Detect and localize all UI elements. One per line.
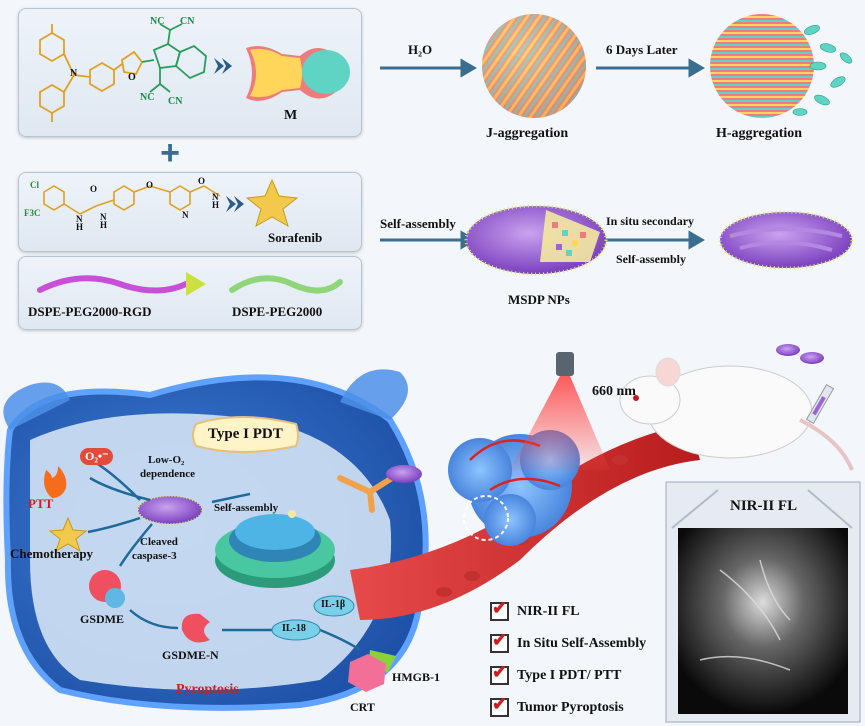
checkbox-icon xyxy=(490,630,509,653)
check-item: Tumor Pyroptosis xyxy=(490,694,624,717)
chemo-star-icon xyxy=(48,516,88,553)
nir-title: NIR-II FL xyxy=(730,498,798,514)
check-item: Type I PDT/ PTT xyxy=(490,662,621,685)
sora-cl: Cl xyxy=(30,180,39,190)
cn-label-2: CN xyxy=(180,16,195,27)
sorafenib-label: Sorafenib xyxy=(268,230,323,245)
np-core-pattern xyxy=(552,222,586,256)
laser-head xyxy=(556,352,574,376)
double-chevron-icon xyxy=(214,58,232,74)
check-item: In Situ Self-Assembly xyxy=(490,630,646,653)
h2o-label: H₂O xyxy=(408,42,433,57)
checkbox-icon xyxy=(490,662,509,685)
check-item: NIR-II FL xyxy=(490,598,580,621)
il18-bubble xyxy=(271,619,321,641)
dspe-rgd-curve xyxy=(37,275,193,294)
sora-n2: N xyxy=(100,212,107,222)
acceptor-structure xyxy=(141,23,207,93)
sora-o1: O xyxy=(90,184,98,194)
sora-f3c: F3C xyxy=(24,208,41,218)
gsdme-n-label: GSDME-N xyxy=(162,648,219,662)
process-arrows xyxy=(380,58,705,250)
double-chevron-icon-2 xyxy=(226,196,244,212)
gsdme-n-icon xyxy=(181,613,210,643)
j-aggregation-label: J-aggregation xyxy=(486,126,569,141)
checkbox-icon xyxy=(490,694,509,717)
crt-hexagon xyxy=(348,654,386,692)
sora-o2: O xyxy=(146,180,154,190)
cell-np-cluster xyxy=(137,495,203,525)
cleaved-label-2: caspase-3 xyxy=(132,550,177,562)
chemotherapy-label: Chemotherapy xyxy=(10,546,94,561)
sora-n4: N xyxy=(212,192,219,202)
sora-h2: H xyxy=(100,220,108,230)
crt-label: CRT xyxy=(350,700,375,714)
nucleus xyxy=(215,510,335,588)
sora-h1: H xyxy=(76,222,84,232)
sora-n3: N xyxy=(182,210,189,220)
h-aggregation-particles xyxy=(792,25,853,116)
low-o2-label-1: Low-O₂ xyxy=(148,454,185,466)
in-situ-assembly xyxy=(718,210,854,270)
type1-pdt-banner xyxy=(192,416,299,453)
il1b-label: IL-1β xyxy=(321,599,346,610)
mouse-illustration xyxy=(619,357,854,471)
tumor-mass xyxy=(448,430,580,546)
n-atom-label: N xyxy=(70,68,78,79)
nir-image xyxy=(678,528,848,714)
gsdme-icon xyxy=(89,570,125,608)
antibody-icon xyxy=(337,475,395,513)
il1b-bubble xyxy=(313,595,355,617)
molecule-m-structure xyxy=(39,24,144,122)
gsdme-label: GSDME xyxy=(80,612,125,626)
il18-label: IL-18 xyxy=(282,623,306,634)
dspe-curve xyxy=(229,275,343,294)
cn-label-4: CN xyxy=(168,96,183,107)
o-atom-label: O xyxy=(128,72,136,83)
sorafenib-star xyxy=(245,178,299,228)
molecule-m-label: M xyxy=(284,108,298,123)
hmgb1-label: HMGB-1 xyxy=(392,670,440,684)
laser-beam xyxy=(510,376,610,470)
msdp-label: MSDP NPs xyxy=(508,292,570,307)
h-aggregation-sphere xyxy=(710,14,814,118)
type1-pdt-label: Type I PDT xyxy=(208,426,283,442)
cleaved-label-1: Cleaved xyxy=(140,536,178,548)
cn-label-1: NC xyxy=(150,16,165,27)
sora-o3: O xyxy=(198,176,206,186)
self-assembly-label: Self-assembly xyxy=(380,216,456,231)
low-o2-label-2: dependence xyxy=(140,468,195,480)
in-situ-label-2: Self-assembly xyxy=(616,252,686,266)
sorafenib-structure xyxy=(43,185,221,215)
sora-n1: N xyxy=(76,214,83,224)
days-later-label: 6 Days Later xyxy=(606,42,678,57)
rgd-arrowhead xyxy=(186,272,206,296)
fire-icon xyxy=(44,466,67,498)
dspe-rgd-label: DSPE-PEG2000-RGD xyxy=(28,304,152,319)
plus-sign: + xyxy=(160,134,180,172)
pyroptosis-label: Pyroptosis xyxy=(176,682,239,697)
checkbox-icon xyxy=(490,598,509,621)
syringe-icon[interactable] xyxy=(805,383,835,425)
h-aggregation-label: H-aggregation xyxy=(716,126,803,141)
superoxide-label: O₂•⁻ xyxy=(80,448,114,465)
wavelength-label: 660 nm xyxy=(592,384,636,399)
in-situ-label-1: In situ secondary xyxy=(606,214,695,228)
dspe-label: DSPE-PEG2000 xyxy=(232,304,323,319)
molecule-m-blob xyxy=(246,46,350,101)
membrane-bulge-right xyxy=(340,369,408,420)
sora-h3: H xyxy=(212,200,220,210)
cn-label-3: NC xyxy=(140,92,155,103)
ptt-label: PTT xyxy=(28,496,54,511)
cell-self-assembly-label: Self-assembly xyxy=(214,502,279,514)
membrane-bulge-left xyxy=(3,382,70,430)
